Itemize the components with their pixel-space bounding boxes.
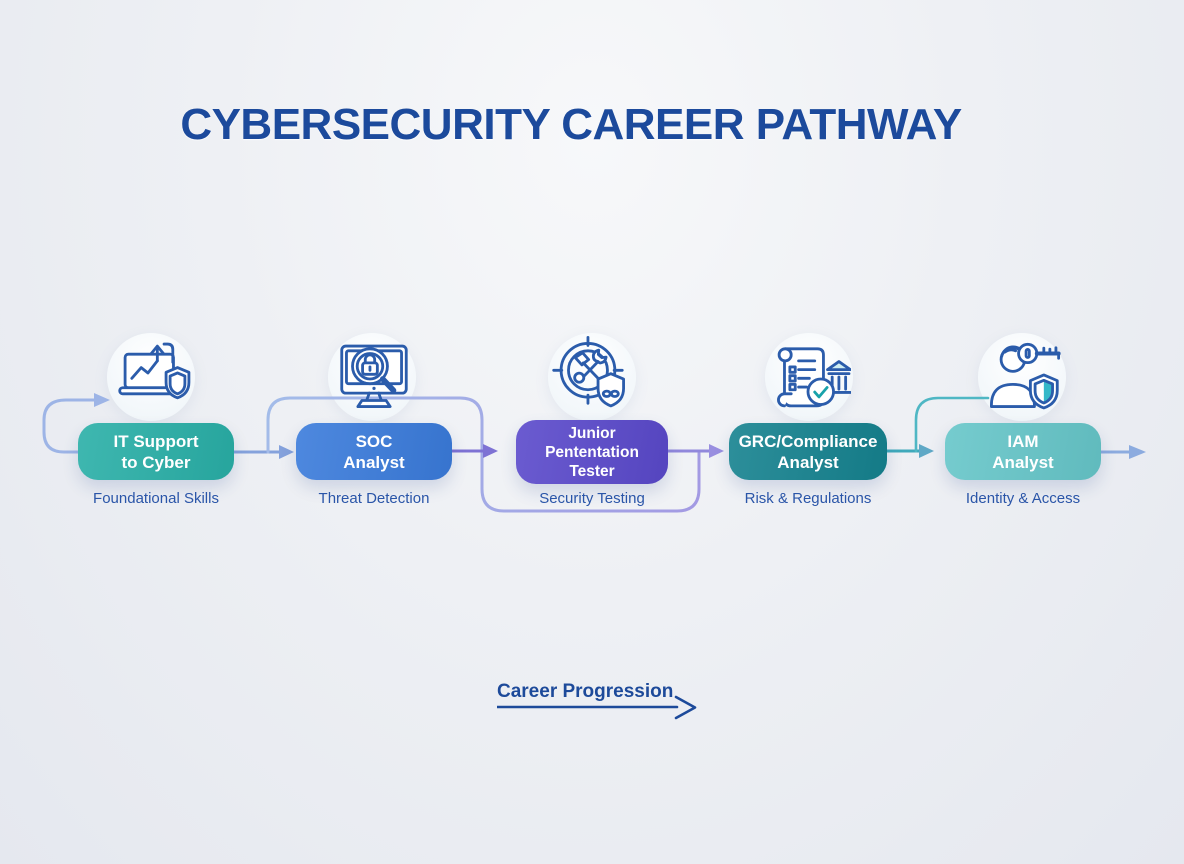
page-title: CYBERSECURITY CAREER PATHWAY — [180, 100, 962, 149]
arrowhead-3-4 — [709, 444, 724, 458]
role-line: SOC — [355, 431, 393, 451]
monitor-magnifier-lock-icon — [340, 344, 408, 408]
connector-4-5-branch — [914, 396, 990, 453]
role-pill: SOC Analyst — [296, 423, 452, 480]
laptop-growth-shield-icon — [118, 342, 191, 400]
role-pill: GRC/Compliance Analyst — [729, 423, 887, 480]
arrowhead-4-5 — [919, 444, 934, 458]
role-pill: IAM Analyst — [945, 423, 1101, 480]
meander-connector — [266, 396, 701, 513]
person-key-shield-icon — [990, 342, 1061, 410]
role-line: Analyst — [777, 452, 839, 472]
role-line: Analyst — [992, 452, 1054, 472]
stage-subtitle: Security Testing — [539, 490, 645, 507]
arrowhead-1-2 — [279, 445, 294, 459]
exit-arrowhead — [1129, 445, 1146, 459]
role-line: Junior — [568, 424, 616, 442]
role-pill: IT Support to Cyber — [78, 423, 234, 480]
role-line: to Cyber — [121, 452, 191, 472]
role-line: IT Support — [113, 431, 199, 451]
arrowhead-2-3 — [483, 444, 498, 458]
career-progression-label: Career Progression — [497, 681, 674, 702]
scroll-check-bank-icon — [777, 347, 851, 408]
stage-subtitle: Threat Detection — [318, 490, 430, 507]
stage-subtitle: Foundational Skills — [93, 490, 219, 507]
role-line: Tester — [569, 462, 615, 480]
role-line: GRC/Compliance — [738, 431, 878, 451]
role-line: IAM — [1007, 431, 1039, 451]
target-tools-mask-icon — [552, 335, 625, 408]
role-pill: Junior Pententation Tester — [516, 420, 668, 484]
stage-subtitle: Risk & Regulations — [744, 490, 872, 507]
career-progression-arrow — [497, 695, 697, 720]
entry-connector — [42, 398, 96, 454]
role-line: Pententation — [545, 443, 639, 461]
entry-arrowhead — [94, 393, 110, 407]
stage-subtitle: Identity & Access — [965, 490, 1081, 507]
role-line: Analyst — [343, 452, 405, 472]
